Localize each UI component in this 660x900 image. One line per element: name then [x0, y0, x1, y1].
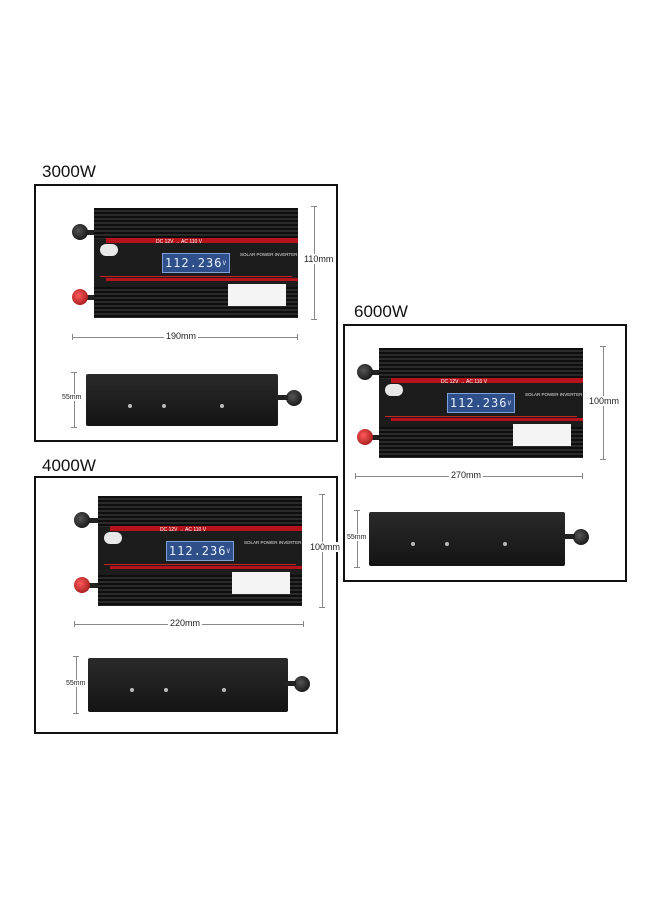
inverter-side-view [369, 512, 565, 566]
length-dimension-label: 190mm [164, 331, 199, 341]
side-terminal-icon [573, 529, 589, 545]
length-dimension-label: 270mm [449, 470, 484, 480]
lcd-unit: V [226, 547, 232, 555]
lcd-unit: V [222, 259, 228, 267]
lcd-reading: 112.236 [164, 256, 223, 270]
length-dimension-label: 220mm [168, 618, 203, 628]
lcd-unit: V [507, 399, 513, 407]
brand-label: SOLAR POWER INVERTER [240, 252, 298, 257]
positive-terminal-icon [72, 289, 88, 305]
brand-label: SOLAR POWER INVERTER [244, 540, 302, 545]
panel-title-6000w: 6000W [354, 302, 408, 321]
inverter-side-view [86, 374, 278, 426]
voltage-label: DC 12V → AC 110 V [160, 527, 207, 533]
panel-title-3000w: 3000W [42, 162, 96, 181]
side-height-dimension-label: 55mm [60, 394, 84, 401]
warning-sticker [513, 424, 571, 446]
lcd-reading: 112.236 [168, 544, 227, 558]
positive-terminal-icon [357, 429, 373, 445]
lcd-reading: 112.236 [449, 396, 508, 410]
inverter-side-view [88, 658, 288, 712]
side-terminal-icon [294, 676, 310, 692]
brand-label: SOLAR POWER INVERTER [525, 392, 583, 397]
warning-sticker [228, 284, 286, 306]
warning-sticker [232, 572, 290, 594]
panel-title-4000w: 4000W [42, 456, 96, 475]
negative-terminal-icon [72, 224, 88, 240]
voltage-label: DC 12V → AC 110 V [156, 239, 203, 245]
side-terminal-icon [286, 390, 302, 406]
height-dimension-label: 100mm [308, 542, 343, 552]
positive-terminal-icon [74, 577, 90, 593]
side-height-dimension-label: 55mm [64, 680, 88, 687]
height-dimension-label: 100mm [587, 396, 622, 406]
voltage-label: DC 12V → AC 110 V [441, 379, 488, 385]
side-height-dimension-label: 55mm [345, 534, 369, 541]
negative-terminal-icon [357, 364, 373, 380]
negative-terminal-icon [74, 512, 90, 528]
height-dimension-label: 110mm [302, 254, 336, 264]
